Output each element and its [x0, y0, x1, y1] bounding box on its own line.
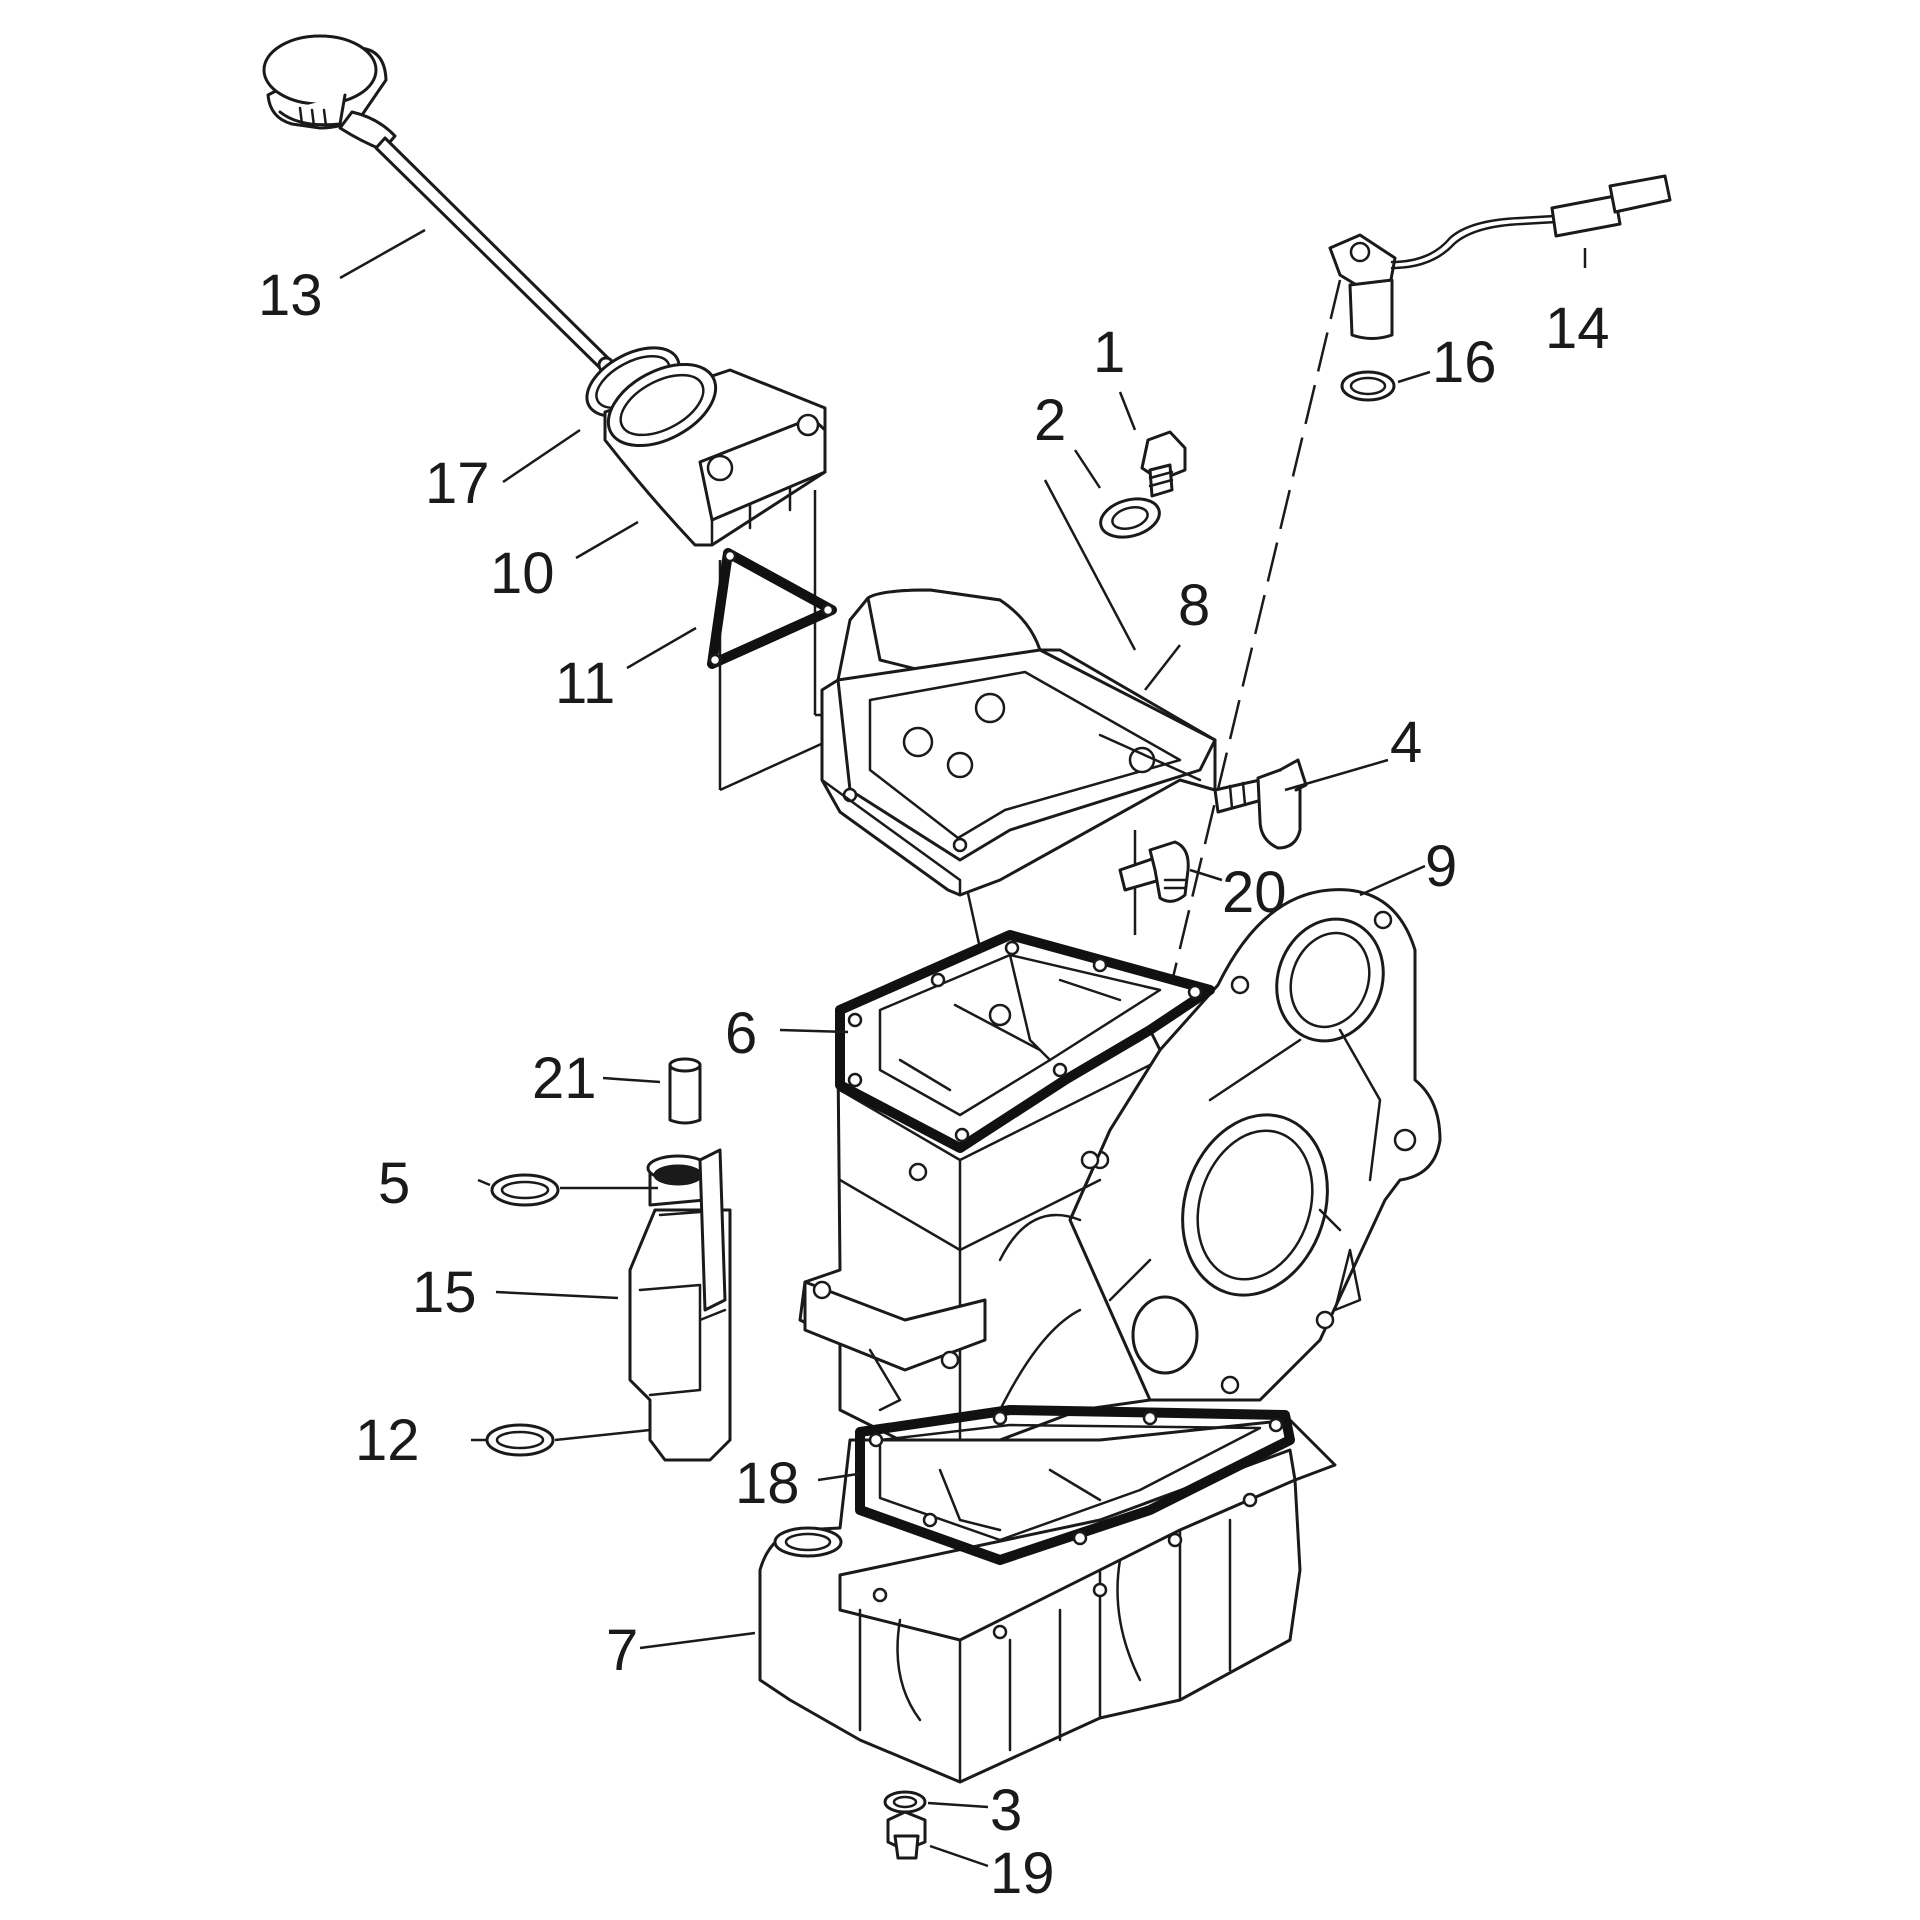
callout-13: 13 — [258, 263, 323, 328]
callout-10: 10 — [490, 541, 555, 606]
cover-plate-9-part[interactable] — [1068, 888, 1442, 1402]
callout-15: 15 — [412, 1260, 477, 1325]
callout-1: 1 — [1093, 320, 1125, 385]
leader-lines — [339, 228, 1587, 1868]
gasket-11-part[interactable] — [707, 548, 837, 669]
callout-19: 19 — [990, 1841, 1055, 1906]
callout-12: 12 — [355, 1408, 420, 1473]
crankcase-body — [798, 1028, 1162, 1462]
oring-5-part[interactable] — [490, 1173, 560, 1207]
callout-9: 9 — [1425, 834, 1457, 899]
callout-3: 3 — [990, 1778, 1022, 1843]
callout-2: 2 — [1034, 388, 1066, 453]
elbow-4-part[interactable] — [1213, 758, 1308, 850]
drain-plug-19-part[interactable] — [886, 1810, 927, 1860]
oring-12-part[interactable] — [485, 1423, 555, 1457]
gasket-6-part[interactable] — [835, 930, 1215, 1153]
callout-5: 5 — [378, 1151, 410, 1216]
callout-16: 16 — [1432, 330, 1497, 395]
dowel-21-part[interactable] — [668, 1057, 702, 1125]
elbow-20-part[interactable] — [1118, 840, 1190, 903]
gasket-18-part[interactable] — [855, 1405, 1295, 1565]
washer-3-part[interactable] — [883, 1790, 927, 1814]
callout-14: 14 — [1545, 296, 1610, 361]
fitting-1-part[interactable] — [1140, 430, 1187, 498]
oil-tube-15-part[interactable] — [628, 1148, 732, 1462]
oring-16-part[interactable] — [1340, 370, 1396, 402]
oil-pan-7-part[interactable] — [758, 1418, 1337, 1784]
sensor-14-part[interactable] — [1328, 174, 1672, 340]
callout-17: 17 — [425, 451, 490, 516]
callout-18: 18 — [735, 1451, 800, 1516]
upper-housing-part[interactable] — [820, 588, 1217, 897]
callouts: 1 2 3 4 5 6 7 8 9 10 11 12 13 14 15 16 1… — [258, 263, 1610, 1906]
washer-2-part[interactable] — [1096, 493, 1163, 543]
callout-6: 6 — [725, 1001, 757, 1066]
filler-neck-part[interactable] — [595, 348, 827, 547]
callout-8: 8 — [1178, 573, 1210, 638]
callout-11: 11 — [555, 651, 615, 716]
callout-21: 21 — [532, 1046, 597, 1111]
callout-20: 20 — [1222, 860, 1287, 925]
callout-4: 4 — [1390, 710, 1422, 775]
callout-7: 7 — [606, 1618, 638, 1683]
